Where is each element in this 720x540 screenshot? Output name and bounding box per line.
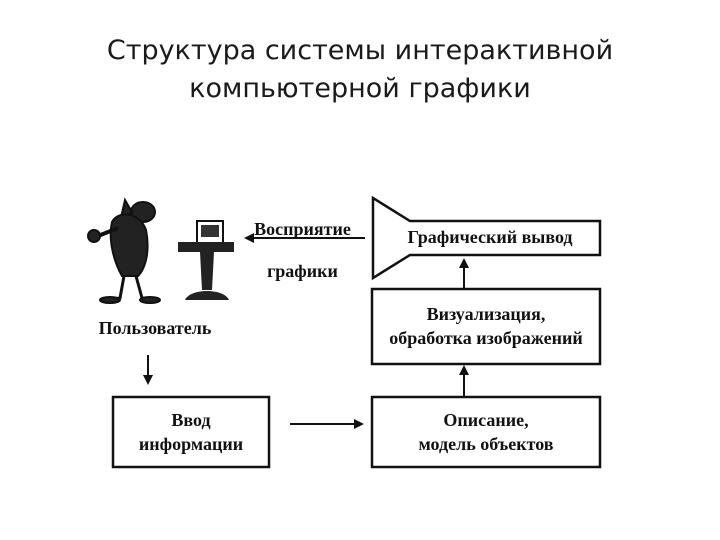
description-box: [370, 395, 602, 469]
input-box: [111, 395, 271, 469]
visualization-line1: Визуализация,: [426, 304, 546, 324]
visualization-label: Визуализация, обработка изображений: [372, 302, 600, 350]
slide-title: Структура системы интерактивной компьюте…: [0, 32, 720, 108]
perception-line1: Восприятие: [254, 219, 351, 239]
computer-terminal-icon: [178, 220, 234, 300]
perception-label: Восприятие графики: [245, 208, 360, 292]
description-label: Описание, модель объектов: [372, 408, 600, 456]
input-line2: информации: [138, 434, 244, 454]
graphic-output-label: Графический вывод: [407, 227, 573, 247]
visualization-line2: обработка изображений: [389, 328, 583, 348]
input-label: Ввод информации: [113, 408, 269, 456]
description-line2: модель объектов: [418, 434, 554, 454]
input-line1: Ввод: [171, 410, 211, 430]
slide-title-line2: компьютерной графики: [189, 73, 531, 104]
visualization-box: [370, 287, 602, 366]
graphic-output-block: [371, 195, 602, 281]
description-line1: Описание,: [443, 410, 529, 430]
user-figure-icon: [87, 197, 161, 304]
perception-line2: графики: [267, 261, 338, 281]
slide-title-line1: Структура системы интерактивной: [106, 35, 614, 66]
user-label: Пользователь: [98, 318, 212, 338]
